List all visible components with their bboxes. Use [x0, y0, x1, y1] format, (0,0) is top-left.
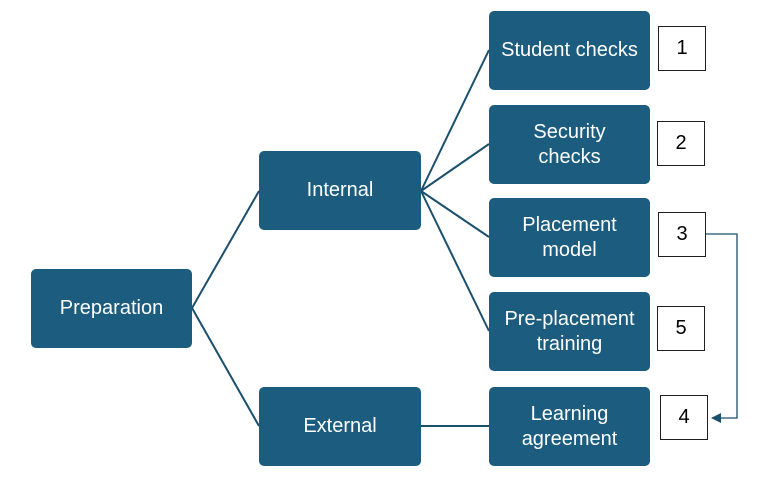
number-badge-security-checks: 2: [657, 121, 705, 166]
pre-placement-training-box: Pre-placement training: [489, 292, 650, 371]
connector-internal-security-checks: [420, 143, 490, 192]
number-badge-placement-model: 3: [658, 212, 706, 257]
internal-box: Internal: [259, 151, 421, 230]
connector-internal-student-checks: [420, 49, 490, 192]
security-checks-box: Security checks: [489, 105, 650, 184]
external-label: External: [303, 415, 377, 437]
connector-preparation-external: [191, 307, 260, 427]
connector-internal-pre-placement-training: [420, 190, 490, 332]
number-label-pre-placement-training: 5: [675, 317, 687, 339]
learning-agreement-box: Learning agreement: [489, 387, 650, 466]
connector-preparation-internal: [191, 190, 260, 309]
number-badge-pre-placement-training: 5: [657, 306, 705, 351]
external-box: External: [259, 387, 421, 466]
number-label-placement-model: 3: [676, 223, 688, 245]
internal-label: Internal: [306, 179, 374, 201]
link-3-to-4-arrow: [706, 233, 738, 423]
connector-internal-placement-model: [420, 190, 490, 238]
learning-agreement-label: Learning agreement: [521, 402, 618, 450]
preparation-label: Preparation: [59, 297, 164, 319]
security-checks-label: Security checks: [533, 120, 606, 168]
number-label-student-checks: 1: [676, 37, 688, 59]
preparation-box: Preparation: [31, 269, 192, 348]
number-badge-student-checks: 1: [658, 26, 706, 71]
placement-model-box: Placement model: [489, 198, 650, 277]
student-checks-box: Student checks: [489, 11, 650, 90]
number-badge-learning-agreement: 4: [660, 395, 708, 440]
pre-placement-training-label: Pre-placement training: [504, 307, 635, 355]
student-checks-label: Student checks: [501, 39, 638, 61]
placement-model-label: Placement model: [522, 213, 617, 261]
number-label-learning-agreement: 4: [678, 406, 690, 428]
number-label-security-checks: 2: [675, 132, 687, 154]
